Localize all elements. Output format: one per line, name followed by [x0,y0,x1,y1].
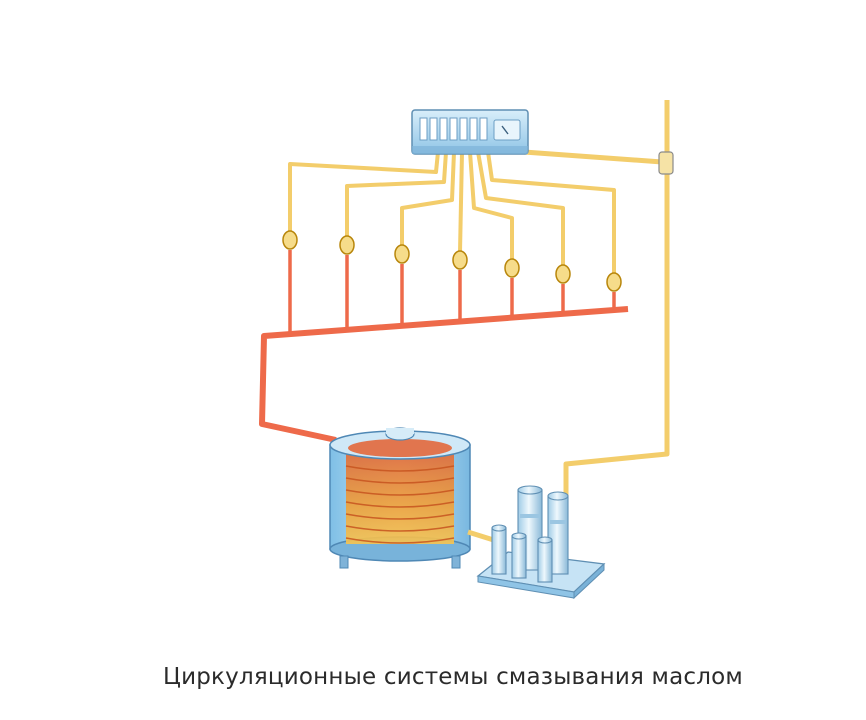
lubrication-point-6 [555,264,571,284]
supply-lines [288,151,616,274]
lubrication-point-4 [452,250,468,270]
return-line [259,306,629,443]
lubrication-point-1 [282,230,298,250]
supply-line-1 [288,151,440,232]
supply-line-5 [468,151,514,260]
tee-fitting [658,151,674,175]
distributor [411,109,529,155]
oil-tank [329,427,471,569]
lubrication-point-2 [339,235,355,255]
lubrication-point-3 [394,244,410,264]
supply-line-4 [458,151,464,253]
supply-line-7 [486,151,616,274]
distributor-feed-line [523,149,663,165]
lubrication-points [282,230,622,292]
supply-line-2 [345,151,448,236]
pressure-line [563,100,670,570]
supply-line-3 [400,151,456,246]
lubrication-point-7 [606,272,622,292]
lubrication-point-5 [504,258,520,278]
pump-filter-unit [476,485,606,600]
lubrication-system-diagram [259,100,674,600]
diagram-caption: Циркуляционные системы смазывания маслом [163,664,743,690]
supply-line-6 [476,151,565,266]
drain-lines [288,250,616,332]
